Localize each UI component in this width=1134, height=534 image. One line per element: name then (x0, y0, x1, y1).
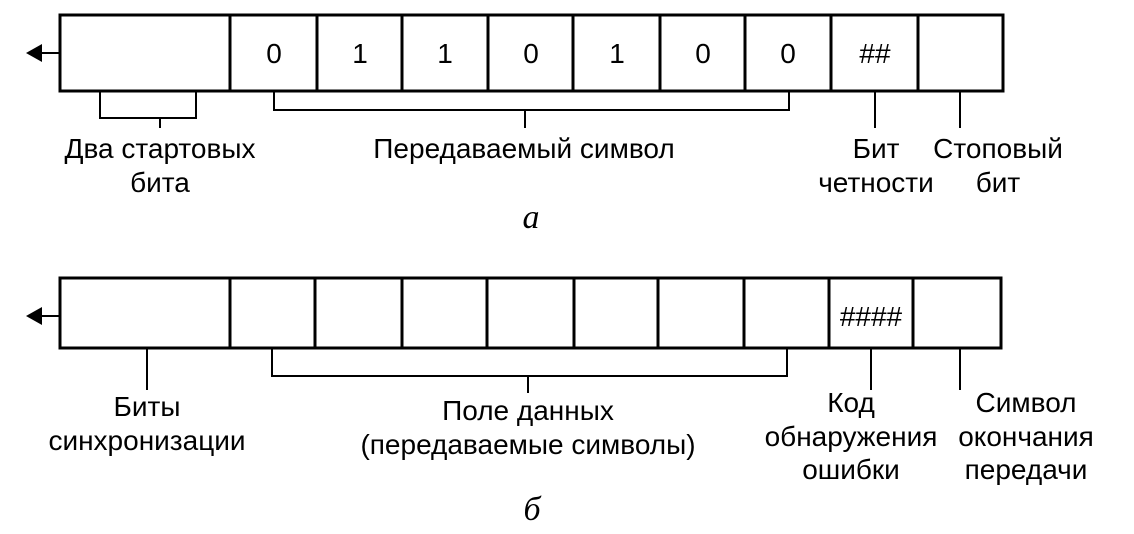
frame-a-cell-parity (829, 13, 920, 93)
label-sync-line-2: синхронизации (48, 425, 245, 456)
frame-b-cell-data-5 (572, 276, 660, 350)
frame-b-leaders (146, 348, 961, 393)
label-data-field-line-2: (передаваемые символы) (360, 429, 695, 460)
label-error-code-line-3: ошибки (802, 454, 900, 485)
frame-b-value-error-code: #### (840, 301, 903, 332)
label-parity-line-1: Бит (853, 133, 900, 164)
frame-a-cell-start (58, 13, 232, 93)
caption-a: а (523, 199, 540, 236)
caption-b: б (523, 491, 542, 528)
frame-b-cell-data-2 (313, 276, 404, 350)
frame-b-cell-data-4 (485, 276, 576, 350)
frame-a-labels: Два стартовых бита Передаваемый символ Б… (65, 133, 1063, 198)
frame-b-cell-data-3 (400, 276, 489, 350)
bracket-start-bits (99, 91, 197, 119)
frame-a-value-bit-2: 1 (352, 38, 368, 69)
label-error-code-line-1: Код (827, 387, 875, 418)
label-end-line-2: окончания (958, 421, 1094, 452)
label-data-line-1: Передаваемый символ (373, 133, 674, 164)
frame-b-cell-data-7 (742, 276, 831, 350)
frame-a-value-bit-3: 1 (437, 38, 453, 69)
frame-b-labels: Биты синхронизации Поле данных (передава… (48, 387, 1093, 485)
frame-a-value-bit-5: 1 (609, 38, 625, 69)
label-stop-line-2: бит (976, 167, 1021, 198)
arrow-left-icon (26, 307, 42, 325)
diagram-b: #### Биты синхронизации Поле данных (пер… (26, 276, 1094, 528)
frame-a-cell-bit-2 (315, 13, 404, 93)
label-stop-line-1: Стоповый (933, 133, 1063, 164)
frame-b-cell-sync (58, 276, 232, 350)
label-end-line-3: передачи (965, 454, 1088, 485)
frame-a-value-bit-6: 0 (695, 38, 711, 69)
label-sync-line-1: Биты (114, 391, 181, 422)
label-start-bits-line-2: бита (130, 167, 190, 198)
frame-a-value-parity: ## (859, 38, 891, 69)
frame-a-value-bit-7: 0 (780, 38, 796, 69)
direction-arrow-a (26, 44, 60, 62)
diagram-a: 0 1 1 0 1 0 0 ## Два стартовых бита Пере… (26, 13, 1063, 236)
arrow-left-icon (26, 44, 42, 62)
frame-b-cells (58, 276, 1003, 350)
label-end-line-1: Символ (976, 387, 1077, 418)
frame-a-leaders (99, 91, 961, 128)
label-start-bits-line-1: Два стартовых (65, 133, 256, 164)
label-data-field-line-1: Поле данных (442, 395, 614, 426)
frame-b-cell-data-1 (228, 276, 317, 350)
frame-a-cells (58, 13, 1005, 93)
frame-a-cell-stop (916, 13, 1005, 93)
frame-a-cell-values: 0 1 1 0 1 0 0 ## (266, 38, 891, 69)
label-parity-line-2: четности (818, 167, 934, 198)
bracket-data-field (271, 348, 788, 377)
frame-a-cell-bit-1 (228, 13, 319, 93)
frame-b-cell-values: #### (840, 301, 903, 332)
frame-a-value-bit-4: 0 (523, 38, 539, 69)
frame-b-cell-data-6 (656, 276, 746, 350)
direction-arrow-b (26, 307, 60, 325)
frame-a-value-bit-1: 0 (266, 38, 282, 69)
label-error-code-line-2: обнаружения (765, 421, 938, 452)
frame-b-cell-end (911, 276, 1003, 350)
bracket-data (273, 91, 790, 111)
